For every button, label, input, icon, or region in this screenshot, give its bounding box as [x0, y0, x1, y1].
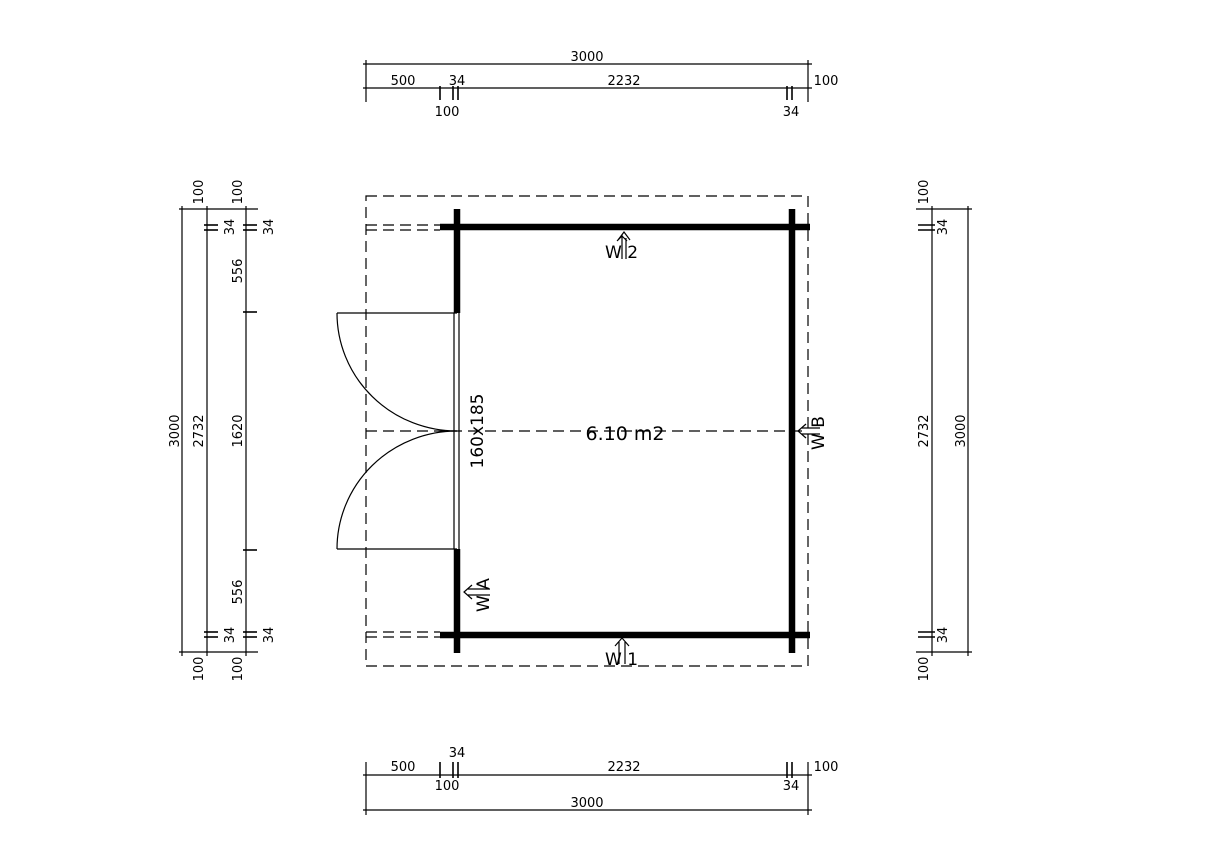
top-dim-100-right: 100	[814, 74, 839, 89]
left-dimension-chain: 100 100 34 34 556 3000 2732 1620 556 34 …	[168, 180, 277, 682]
walls	[440, 209, 810, 653]
right-dimension-chain: 100 34 2732 3000 34 100	[916, 180, 972, 682]
door-swing-lower	[336, 430, 458, 550]
left-dim-556-top: 556	[231, 259, 246, 284]
room-area-label: 6.10 m2	[586, 423, 665, 445]
left-dim-bot-100-b: 100	[231, 657, 246, 682]
left-dim-bot-34-b: 34	[262, 627, 277, 644]
double-door	[336, 312, 460, 550]
left-dim-inner: 2732	[192, 414, 207, 447]
left-dim-556-bottom: 556	[231, 580, 246, 605]
wall-marker-wb: W B	[797, 416, 829, 450]
bottom-dim-total: 3000	[570, 796, 603, 811]
bottom-dim-2232: 2232	[607, 760, 640, 775]
top-dim-total: 3000	[570, 50, 603, 65]
right-dim-total: 3000	[954, 414, 969, 447]
wall-marker-w1: W 1	[605, 637, 638, 670]
door-size-label: 160x185	[468, 394, 488, 469]
left-dim-bot-34-a: 34	[223, 627, 238, 644]
top-dim-34-below: 34	[783, 105, 800, 120]
wall-label-w2: W 2	[605, 243, 638, 263]
top-dimension-chain: 3000 500 34 2232 100 100 34	[363, 50, 838, 120]
wall-label-wa: W A	[474, 578, 494, 612]
wall-marker-w2: W 2	[605, 231, 638, 263]
right-dim-bot-100: 100	[917, 657, 932, 682]
wall-label-wb: W B	[809, 416, 829, 450]
left-dim-top-100-b: 100	[231, 180, 246, 205]
top-dim-100-below: 100	[435, 105, 460, 120]
bottom-dim-100-right: 100	[814, 760, 839, 775]
roof-outline	[365, 195, 809, 667]
left-dim-top-100-a: 100	[192, 180, 207, 205]
top-dim-34: 34	[449, 74, 466, 89]
right-dim-top-34: 34	[936, 219, 951, 236]
left-dim-bot-100-a: 100	[192, 657, 207, 682]
bottom-dim-500: 500	[391, 760, 416, 775]
wall-label-w1: W 1	[605, 650, 638, 670]
bottom-dim-100: 100	[435, 779, 460, 794]
top-dim-2232: 2232	[607, 74, 640, 89]
right-dim-bot-34: 34	[936, 627, 951, 644]
right-dim-top-100: 100	[917, 180, 932, 205]
wall-marker-wa: W A	[463, 578, 494, 612]
left-dim-1620: 1620	[231, 414, 246, 447]
left-dim-total: 3000	[168, 414, 183, 447]
bottom-dimension-chain: 34 500 2232 100 100 34 3000	[363, 746, 838, 815]
left-dim-top-34-a: 34	[223, 219, 238, 236]
bottom-dim-34-above: 34	[449, 746, 466, 761]
door-swing-upper	[336, 312, 458, 432]
bottom-dim-34: 34	[783, 779, 800, 794]
left-dim-top-34-b: 34	[262, 219, 277, 236]
top-dim-500: 500	[391, 74, 416, 89]
right-dim-inner: 2732	[917, 414, 932, 447]
